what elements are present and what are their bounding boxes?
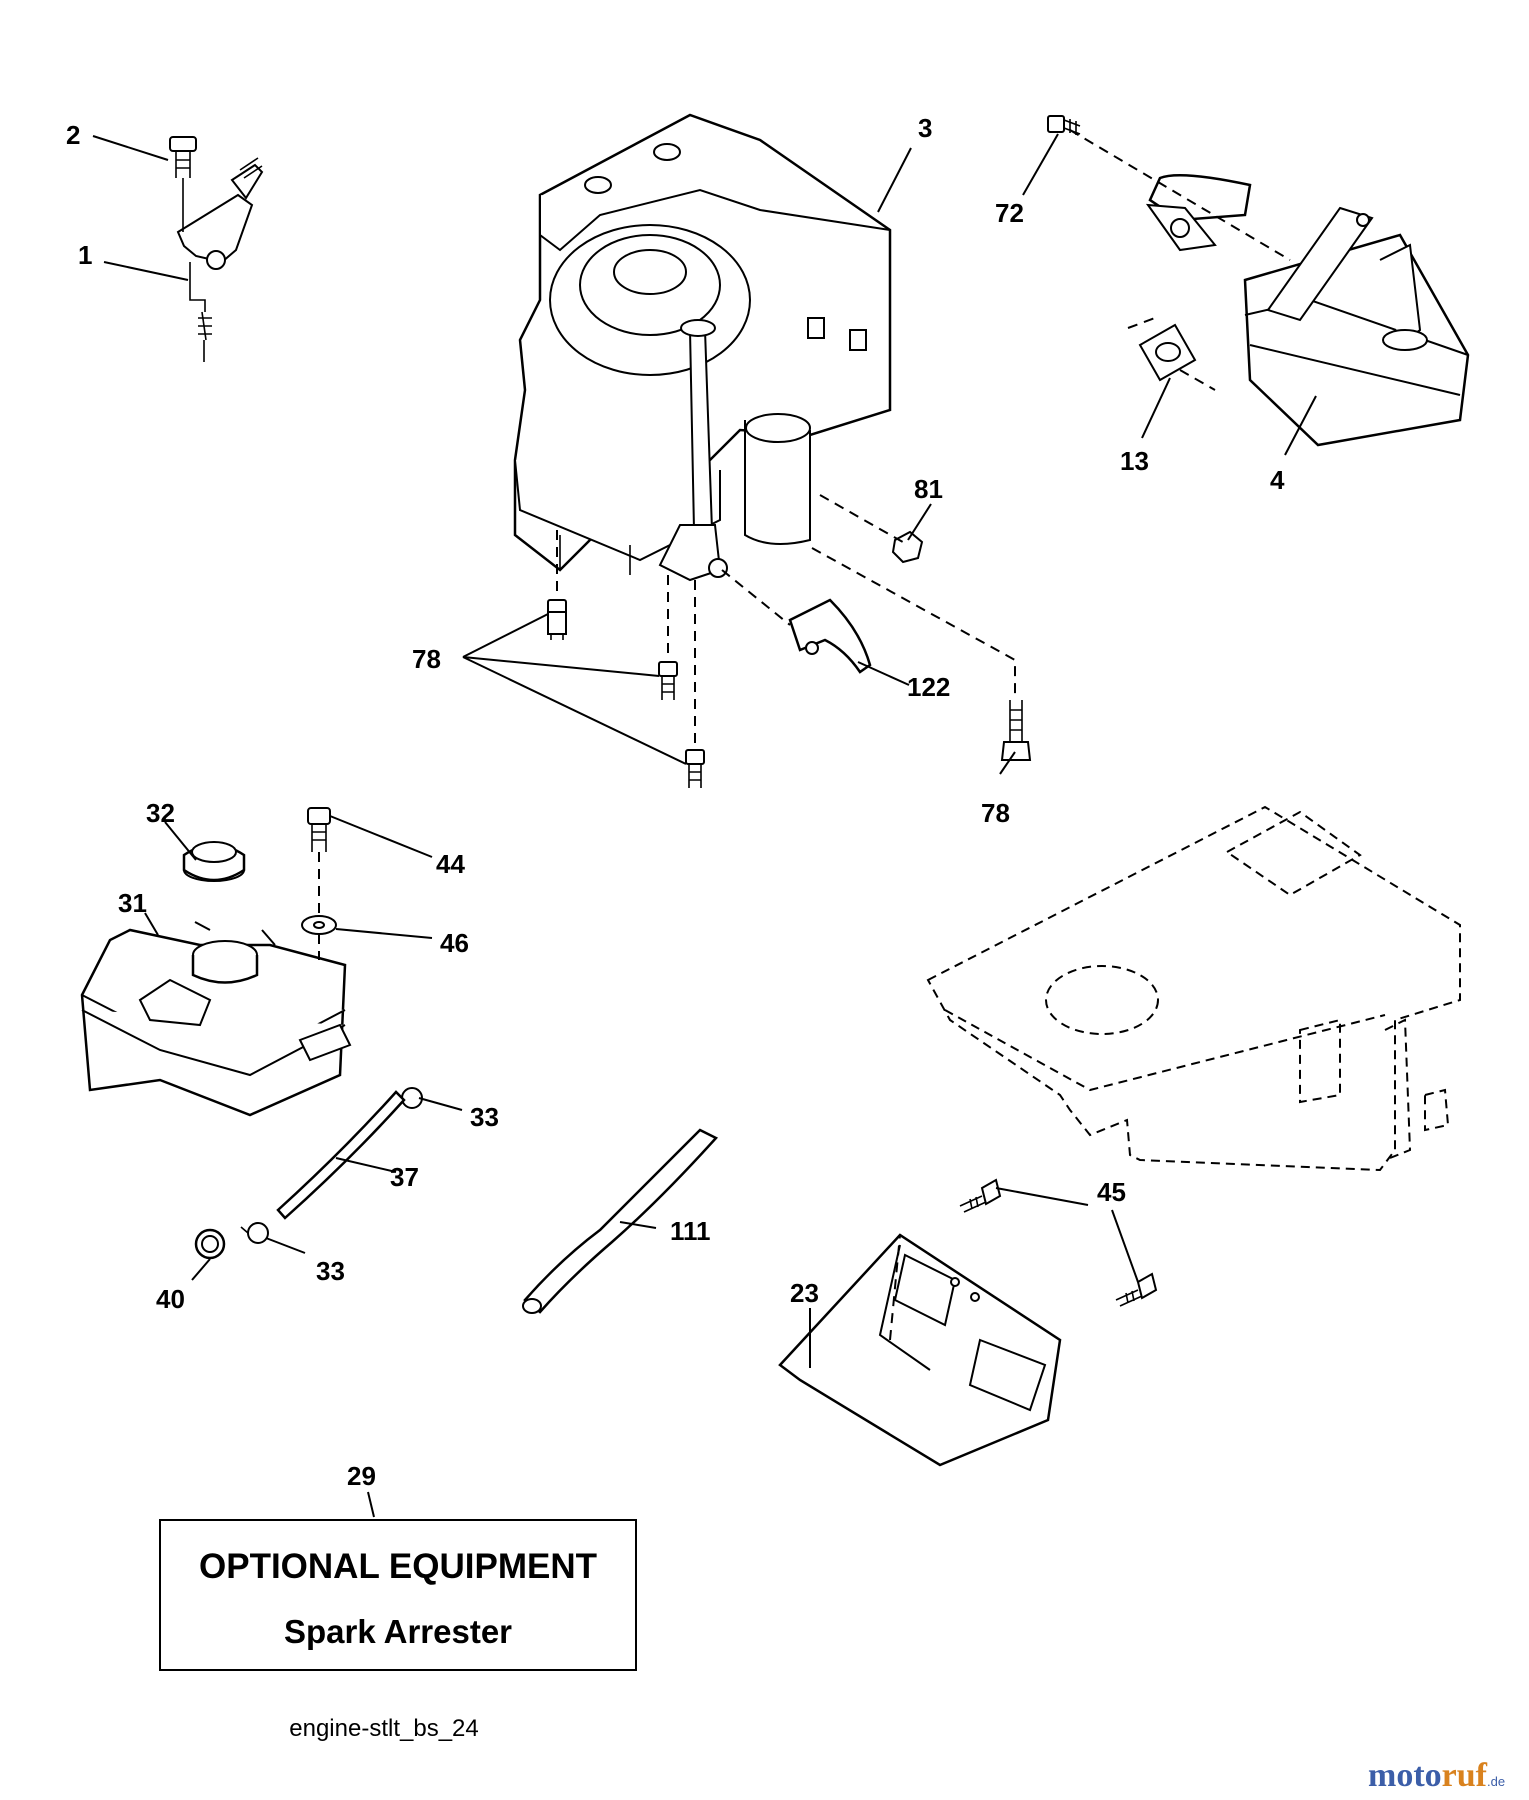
washer-part <box>301 915 337 935</box>
callout-45: 45 <box>1097 1177 1126 1207</box>
exhaust-gasket-part <box>1138 323 1197 382</box>
fuel-tank-screw-part <box>307 807 331 852</box>
hose-clamp-part <box>240 1222 269 1244</box>
notice-subtitle: Spark Arrester <box>284 1613 512 1650</box>
callout-1: 1 <box>78 240 92 270</box>
callout-33-top: 33 <box>470 1102 499 1132</box>
callout-72: 72 <box>995 198 1024 228</box>
callout-37: 37 <box>390 1162 419 1192</box>
fuel-tank-part <box>80 921 352 1117</box>
callout-122: 122 <box>907 672 950 702</box>
callout-23: 23 <box>790 1278 819 1308</box>
leader-lines <box>92 133 1317 1518</box>
screw-part <box>169 136 197 232</box>
notice-title: OPTIONAL EQUIPMENT <box>199 1547 597 1586</box>
callouts: 2 1 3 72 13 4 81 78 122 78 32 44 31 46 3… <box>66 113 1285 1491</box>
callout-33-bottom: 33 <box>316 1256 345 1286</box>
throttle-bracket-part <box>176 157 264 362</box>
callout-46: 46 <box>440 928 469 958</box>
exhaust-bolt-part <box>1047 115 1081 135</box>
heat-shield-part <box>788 598 872 674</box>
fuel-hose-part <box>522 1128 719 1314</box>
assembly-lines <box>318 129 1291 1341</box>
frame-outline <box>926 805 1461 1172</box>
mounting-bolt-part <box>1000 700 1032 761</box>
callout-4: 4 <box>1270 465 1285 495</box>
muffler-part <box>1243 206 1470 447</box>
flange-bolt-part <box>1115 1272 1158 1307</box>
engine-nut-part <box>891 530 924 564</box>
filter-grommet-part <box>194 1228 226 1260</box>
callout-29: 29 <box>347 1461 376 1491</box>
callout-40: 40 <box>156 1284 185 1314</box>
callout-44: 44 <box>436 849 465 879</box>
callout-31: 31 <box>118 888 147 918</box>
callout-111: 111 <box>670 1216 711 1246</box>
diagram-caption: engine-stlt_bs_24 <box>289 1715 478 1742</box>
callout-81: 81 <box>914 474 943 504</box>
callout-78-left: 78 <box>412 644 441 674</box>
callout-32: 32 <box>146 798 175 828</box>
mounting-bolt-part <box>658 661 678 700</box>
optional-equipment-box: OPTIONAL EQUIPMENT Spark Arrester <box>159 1519 637 1671</box>
exhaust-pipe-part <box>1145 174 1252 252</box>
callout-78-right: 78 <box>981 798 1010 828</box>
watermark-logo: motoruf.de <box>1368 1757 1505 1794</box>
engine-part <box>513 113 892 582</box>
mounting-bolt-part <box>547 599 567 640</box>
flange-bolt-part <box>959 1178 1002 1213</box>
fuel-cap-part <box>182 841 246 882</box>
callout-3: 3 <box>918 113 932 143</box>
svg-text:motoruf.de: motoruf.de <box>1368 1757 1505 1794</box>
fuel-line-part <box>276 1090 406 1220</box>
skid-plate-part <box>778 1233 1062 1467</box>
mounting-bolt-part <box>685 749 705 788</box>
callout-13: 13 <box>1120 446 1149 476</box>
callout-2: 2 <box>66 120 80 150</box>
